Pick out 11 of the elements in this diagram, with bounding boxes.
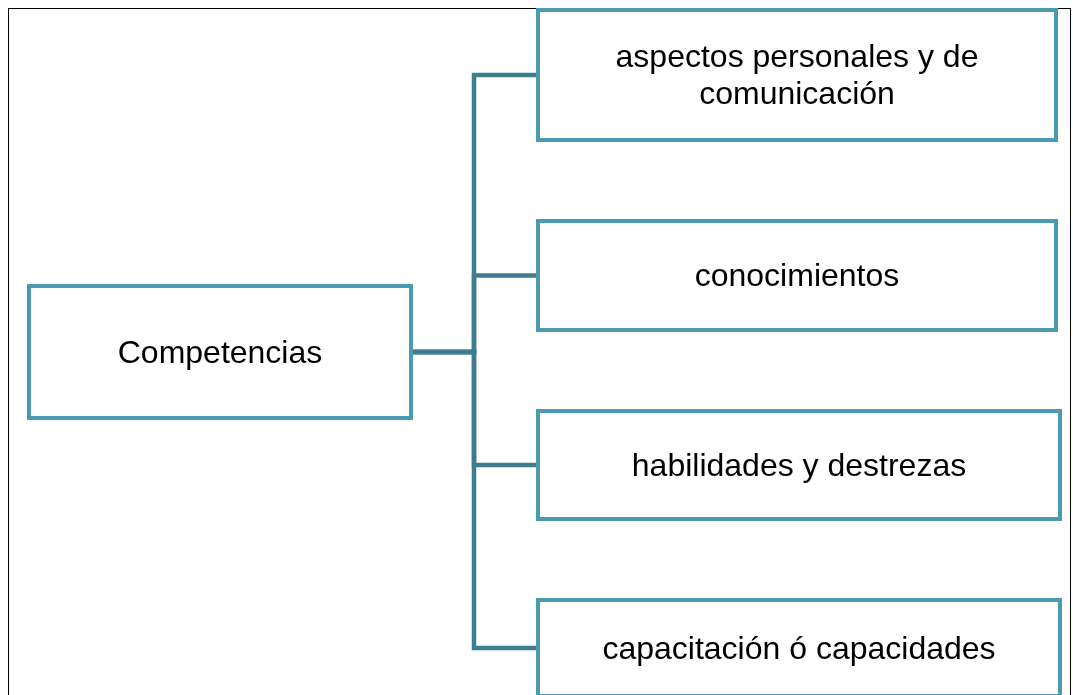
category-box bbox=[536, 8, 1058, 142]
node-label: Competencias bbox=[117, 333, 323, 371]
node-label: conocimientos bbox=[694, 257, 900, 294]
category-box bbox=[536, 219, 1058, 332]
category-box bbox=[536, 409, 1062, 521]
root-box bbox=[27, 284, 413, 420]
node-label: capacitación ó capacidades bbox=[602, 629, 996, 667]
connector-line bbox=[413, 349, 536, 651]
node-label: habilidades y destrezas bbox=[631, 446, 967, 484]
node-label: aspectos personales y de comunicación bbox=[614, 38, 980, 112]
category-box bbox=[536, 598, 1062, 695]
